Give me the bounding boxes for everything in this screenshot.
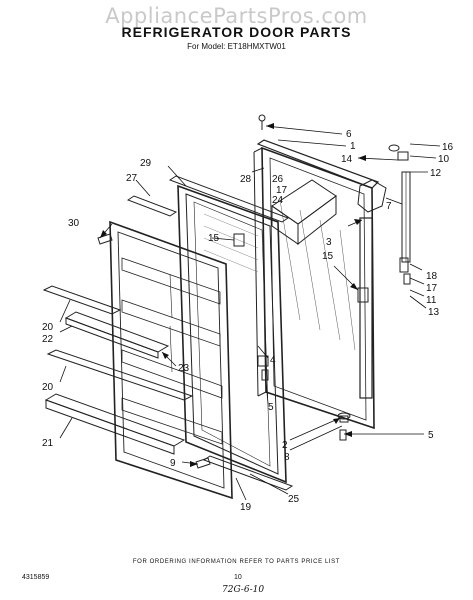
door-bottom-trim (202, 455, 294, 491)
callout-label: 4 (270, 355, 276, 366)
door-handle (359, 217, 373, 399)
callout-label: 18 (426, 271, 438, 282)
callout-label: 26 (272, 174, 284, 185)
callout-label: 20 (42, 322, 54, 333)
callout-label: 17 (276, 185, 288, 196)
door-outer-panel (253, 146, 375, 430)
callout-label: 1 (350, 141, 356, 152)
callout-label: 28 (240, 174, 252, 185)
arrowheads (100, 123, 366, 467)
callout-label: 27 (126, 173, 138, 184)
callout-label: 21 (42, 438, 54, 449)
model-line: For Model: ET18HMXTW01 (187, 42, 286, 51)
callout-label: 15 (322, 251, 334, 262)
callout-label: 22 (42, 334, 54, 345)
hinge-bottom (357, 257, 411, 303)
callout-label: 17 (426, 283, 438, 294)
document-number: 4315859 (22, 574, 50, 581)
watermark: AppliancePartsPros.com (105, 4, 368, 28)
callout-label: 14 (341, 154, 353, 165)
hinge-rod (401, 171, 411, 263)
page-number: 10 (234, 574, 242, 581)
door-gasket-frame (177, 184, 287, 484)
callout-label: 30 (68, 218, 80, 229)
callout-label: 29 (140, 158, 152, 169)
bracket-26 (271, 179, 337, 246)
shelf-bar-upper (42, 285, 122, 315)
ordering-note: FOR ORDERING INFORMATION REFER TO PARTS … (132, 559, 341, 565)
diagram-title: REFRIGERATOR DOOR PARTS (121, 24, 352, 40)
part-15 (233, 233, 245, 247)
screw-9 (195, 457, 211, 469)
callout-labels: 6 1 16 14 10 12 29 28 26 17 24 27 7 30 1… (42, 129, 454, 513)
callout-label: 7 (386, 201, 392, 212)
callout-label: 5 (428, 430, 434, 441)
breaker-strip-top (168, 175, 290, 223)
screw-top (258, 114, 266, 130)
door-top-trim (256, 139, 380, 189)
callout-label: 2 (282, 440, 288, 451)
part-2 (337, 412, 351, 423)
callout-label: 16 (442, 142, 454, 153)
callout-label: 13 (428, 307, 440, 318)
handwritten-stamp: 72G-6-10 (222, 585, 265, 595)
callout-label: 5 (268, 402, 274, 413)
shelf-bar-lower (46, 349, 194, 401)
callout-label: 10 (438, 154, 450, 165)
callout-label: 24 (272, 195, 284, 206)
hinge-top (357, 144, 409, 213)
parts-4-5 (257, 355, 269, 381)
callout-label: 3 (326, 237, 332, 248)
callout-label: 6 (346, 129, 352, 140)
callout-label: 9 (170, 458, 176, 469)
callout-label: 8 (284, 452, 290, 463)
callout-label: 12 (430, 168, 442, 179)
callout-label: 11 (426, 295, 437, 306)
callout-label: 20 (42, 382, 54, 393)
breaker-strip-left (126, 195, 178, 217)
callout-label: 23 (178, 363, 190, 374)
shelf-retainer-lower (44, 393, 186, 455)
part-30 (97, 233, 113, 245)
callout-label: 25 (288, 494, 300, 505)
callout-label: 15 (208, 233, 220, 244)
callout-label: 19 (240, 502, 252, 513)
inner-door-liner (109, 220, 233, 500)
shelf-retainer-upper (64, 311, 170, 359)
screw-5-bottom (339, 429, 347, 441)
